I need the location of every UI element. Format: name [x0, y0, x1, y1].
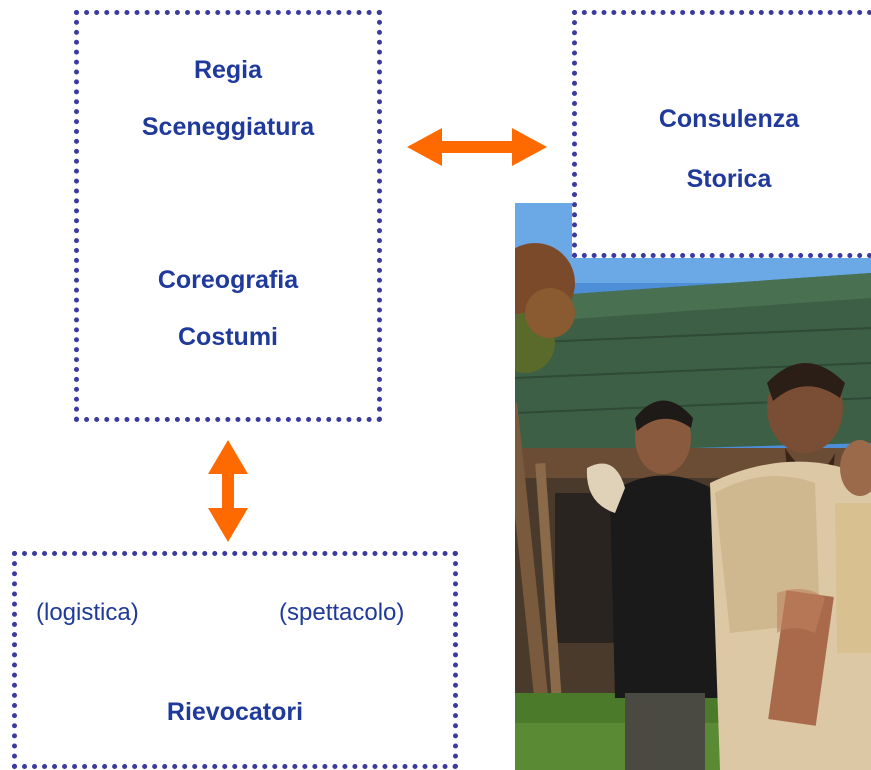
photo-illustration — [515, 203, 871, 770]
role-regia: Regia — [193, 56, 263, 84]
vertical-double-arrow-icon — [208, 440, 248, 542]
role-costumi: Costumi — [178, 323, 278, 351]
reenactors-box: (logistica) (spettacolo) Rievocatori — [12, 551, 458, 769]
spettacolo-note: (spettacolo) — [279, 599, 405, 626]
role-sceneggiatura: Sceneggiatura — [141, 113, 315, 141]
reenactors-photo — [515, 203, 871, 770]
rievocatori-label: Rievocatori — [166, 698, 304, 726]
storica-label: Storica — [686, 165, 772, 193]
historical-consulting-box: Consulenza Storica — [572, 10, 871, 258]
creative-roles-box: Regia Sceneggiatura Coreografia Costumi — [74, 10, 382, 422]
logistica-note: (logistica) — [36, 599, 139, 626]
consulenza-label: Consulenza — [658, 105, 800, 133]
horizontal-double-arrow-icon — [407, 128, 547, 166]
role-coreografia: Coreografia — [157, 266, 299, 294]
